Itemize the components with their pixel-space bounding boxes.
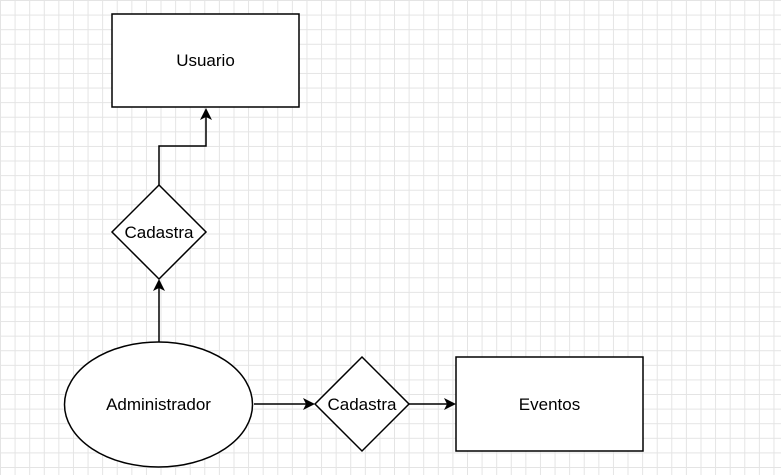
node-cadastra-top[interactable]: Cadastra [110,183,208,281]
cadastra-top-diamond [110,183,208,281]
usuario-label: Usuario [176,51,235,70]
usuario-box [111,13,300,108]
cadastra-right-label: Cadastra [328,395,398,414]
node-eventos[interactable]: Eventos [455,356,644,452]
cadastra-right-diamond [313,355,411,453]
eventos-box [455,356,644,452]
administrador-label: Administrador [106,395,211,414]
node-usuario[interactable]: Usuario [111,13,300,108]
edge-cadastra-top-to-usuario[interactable] [158,108,212,185]
eventos-label: Eventos [519,395,580,414]
node-cadastra-right[interactable]: Cadastra [313,355,411,453]
cadastra-top-label: Cadastra [125,223,195,242]
node-administrador[interactable]: Administrador [63,341,254,468]
administrador-ellipse [63,341,254,468]
